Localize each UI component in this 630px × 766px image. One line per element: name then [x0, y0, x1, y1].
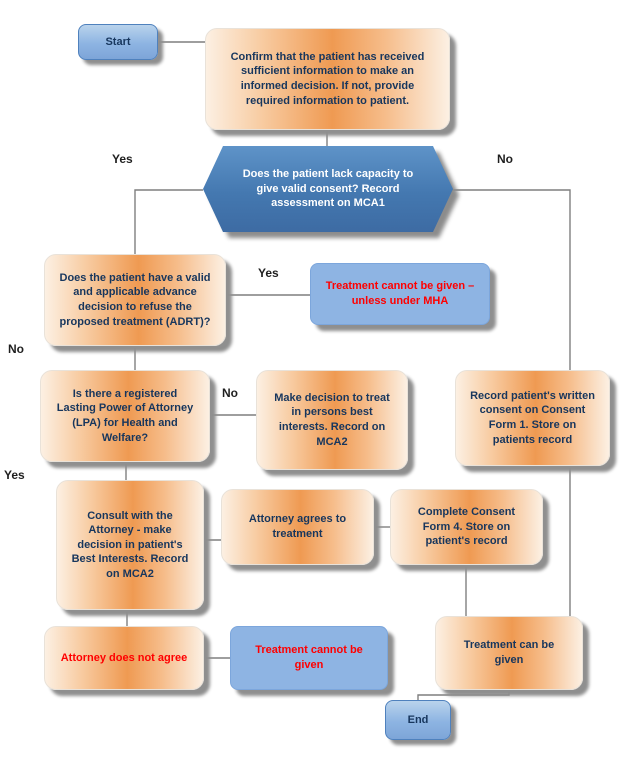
node-adrt-question: Does the patient have a valid and applic… — [44, 254, 226, 346]
edge-label-capacity-yes: Yes — [112, 152, 133, 166]
edge-can-end — [417, 690, 510, 700]
node-confirm-information: Confirm that the patient has received su… — [205, 28, 450, 130]
edge-label-capacity-no: No — [497, 152, 513, 166]
node-consult-attorney: Consult with the Attorney - make decisio… — [56, 480, 204, 610]
node-treatment-can-be-given: Treatment can be given — [435, 616, 583, 690]
hexagon-shape: Does the patient lack capacity to give v… — [203, 146, 453, 232]
node-complete-consent-form4: Complete Consent Form 4. Store on patien… — [390, 489, 543, 565]
node-attorney-not-agree: Attorney does not agree — [44, 626, 204, 690]
node-start: Start — [78, 24, 158, 60]
node-lpa-question: Is there a registered Lasting Power of A… — [40, 370, 210, 462]
edge-label-adrt-no: No — [8, 342, 24, 356]
node-end: End — [385, 700, 451, 740]
edge-label-lpa-no: No — [222, 386, 238, 400]
node-capacity-question: Does the patient lack capacity to give v… — [203, 146, 453, 232]
edge-hexagon-adrt — [134, 189, 203, 254]
node-best-interests-decision: Make decision to treat in persons best i… — [256, 370, 408, 470]
node-treatment-cannot-mha: Treatment cannot be given – unless under… — [310, 263, 490, 325]
node-attorney-agrees: Attorney agrees to treatment — [221, 489, 374, 565]
node-record-written-consent: Record patient's written consent on Cons… — [455, 370, 610, 466]
edge-label-adrt-yes: Yes — [258, 266, 279, 280]
node-treatment-cannot-be-given: Treatment cannot be given — [230, 626, 388, 690]
edge-label-lpa-yes: Yes — [4, 468, 25, 482]
